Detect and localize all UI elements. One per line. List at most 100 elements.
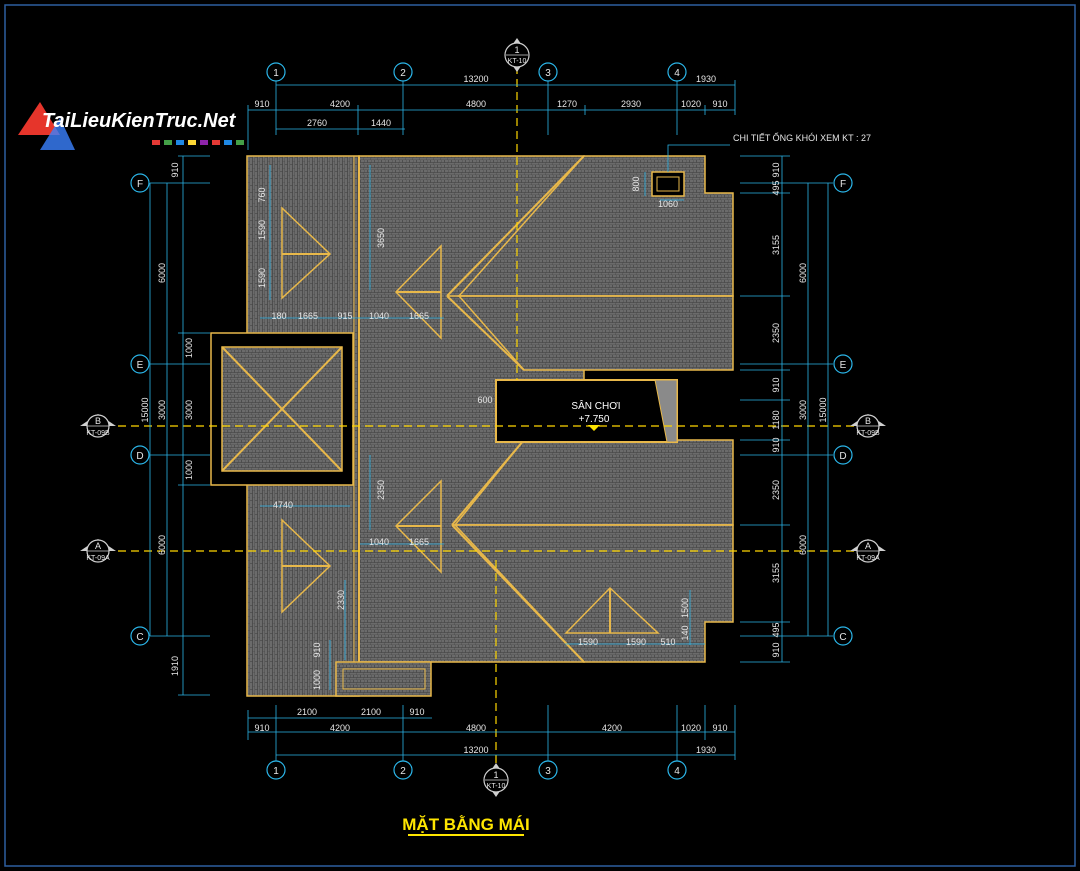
svg-text:2: 2 bbox=[400, 766, 406, 777]
svg-text:800: 800 bbox=[631, 176, 641, 191]
grid-bubble-E-right: E bbox=[833, 354, 853, 374]
svg-text:915: 915 bbox=[337, 311, 352, 321]
svg-text:13200: 13200 bbox=[463, 745, 488, 755]
svg-text:2100: 2100 bbox=[361, 707, 381, 717]
svg-text:910: 910 bbox=[409, 707, 424, 717]
svg-text:1590: 1590 bbox=[626, 637, 646, 647]
svg-text:495: 495 bbox=[771, 180, 781, 195]
svg-text:D: D bbox=[839, 451, 846, 462]
svg-text:4: 4 bbox=[674, 68, 680, 79]
svg-text:910: 910 bbox=[771, 642, 781, 657]
svg-text:6000: 6000 bbox=[157, 263, 167, 283]
section-mark-B-left: B KT-09B bbox=[80, 414, 116, 438]
grid-bubble-D-left: D bbox=[130, 445, 150, 465]
svg-text:1040: 1040 bbox=[369, 537, 389, 547]
svg-text:E: E bbox=[840, 360, 847, 371]
svg-text:2760: 2760 bbox=[307, 118, 327, 128]
svg-text:1590: 1590 bbox=[257, 220, 267, 240]
svg-text:KT-09A: KT-09A bbox=[86, 555, 110, 562]
svg-text:910: 910 bbox=[254, 723, 269, 733]
svg-text:1020: 1020 bbox=[681, 723, 701, 733]
svg-text:910: 910 bbox=[771, 437, 781, 452]
svg-text:140: 140 bbox=[680, 625, 690, 640]
svg-text:910: 910 bbox=[771, 377, 781, 392]
right-dimensions: 15000 6000 3000 6000 910 495 3155 2350 9… bbox=[771, 162, 828, 657]
svg-text:910: 910 bbox=[712, 723, 727, 733]
svg-text:C: C bbox=[839, 632, 846, 643]
svg-text:15000: 15000 bbox=[140, 397, 150, 422]
svg-text:3155: 3155 bbox=[771, 563, 781, 583]
svg-text:KT-09B: KT-09B bbox=[856, 430, 880, 437]
top-dimensions: 13200 1930 910 4200 4800 1270 2930 1020 … bbox=[254, 74, 727, 128]
room-label: SÂN CHƠI bbox=[571, 399, 620, 412]
svg-text:1000: 1000 bbox=[312, 670, 322, 690]
svg-text:910: 910 bbox=[312, 642, 322, 657]
svg-text:D: D bbox=[136, 451, 143, 462]
svg-text:910: 910 bbox=[170, 162, 180, 177]
grid-bubble-4-bottom: 4 bbox=[667, 760, 687, 780]
svg-text:2350: 2350 bbox=[771, 323, 781, 343]
svg-text:3000: 3000 bbox=[184, 400, 194, 420]
svg-text:1590: 1590 bbox=[257, 268, 267, 288]
grid-bubble-C-right: C bbox=[833, 626, 853, 646]
grid-bubble-F-right: F bbox=[833, 173, 853, 193]
grid-bubble-1-top: 1 bbox=[266, 62, 286, 82]
section-mark-1-bottom: 1 KT-10 bbox=[483, 763, 509, 797]
svg-text:KT-09B: KT-09B bbox=[86, 430, 110, 437]
svg-text:A: A bbox=[95, 541, 101, 551]
svg-text:1665: 1665 bbox=[409, 311, 429, 321]
svg-text:2350: 2350 bbox=[376, 480, 386, 500]
svg-text:2100: 2100 bbox=[297, 707, 317, 717]
svg-text:C: C bbox=[136, 632, 143, 643]
section-mark-A-right: A KT-09A bbox=[850, 539, 886, 563]
roof-bottom-step-inner bbox=[342, 668, 426, 690]
chimney-leader bbox=[667, 144, 730, 172]
svg-text:15000: 15000 bbox=[818, 397, 828, 422]
grid-bubble-E-left: E bbox=[130, 354, 150, 374]
svg-text:1020: 1020 bbox=[681, 99, 701, 109]
svg-text:6000: 6000 bbox=[157, 535, 167, 555]
svg-text:4: 4 bbox=[674, 766, 680, 777]
watermark-text: TaiLieuKienTruc.Net bbox=[42, 110, 237, 132]
svg-text:B: B bbox=[95, 416, 101, 426]
dormer-bottom-right bbox=[564, 586, 660, 634]
svg-text:4200: 4200 bbox=[602, 723, 622, 733]
svg-text:2930: 2930 bbox=[621, 99, 641, 109]
grid-bubble-3-bottom: 3 bbox=[538, 760, 558, 780]
logo-shape-icon-2 bbox=[40, 118, 75, 150]
section-markers: 1 KT-10 1 KT-10 B KT-09B B KT-09B bbox=[80, 38, 886, 797]
svg-text:1500: 1500 bbox=[680, 598, 690, 618]
grid-bubble-C-left: C bbox=[130, 626, 150, 646]
svg-text:600: 600 bbox=[477, 395, 492, 405]
chimney-note: CHI TIẾT ỐNG KHÓI XEM KT : 27 bbox=[733, 132, 871, 143]
svg-text:910: 910 bbox=[771, 162, 781, 177]
elevation-marker-icon bbox=[588, 425, 600, 431]
grid-bubble-2-bottom: 2 bbox=[393, 760, 413, 780]
roof-body bbox=[210, 155, 734, 697]
svg-text:A: A bbox=[865, 541, 871, 551]
svg-text:1665: 1665 bbox=[298, 311, 318, 321]
drawing-title: MẶT BẰNG MÁI bbox=[402, 815, 529, 834]
section-mark-1-top: 1 KT-10 bbox=[504, 38, 530, 72]
svg-text:1: 1 bbox=[514, 45, 519, 55]
svg-text:KT-09A: KT-09A bbox=[856, 555, 880, 562]
svg-text:1930: 1930 bbox=[696, 74, 716, 84]
svg-text:4800: 4800 bbox=[466, 723, 486, 733]
svg-text:1: 1 bbox=[493, 770, 498, 780]
svg-text:3: 3 bbox=[545, 68, 551, 79]
grid-bubble-4-top: 4 bbox=[667, 62, 687, 82]
svg-text:3155: 3155 bbox=[771, 235, 781, 255]
svg-text:1270: 1270 bbox=[557, 99, 577, 109]
grid-bubble-D-right: D bbox=[833, 445, 853, 465]
svg-text:510: 510 bbox=[660, 637, 675, 647]
section-mark-B-right: B KT-09B bbox=[850, 414, 886, 438]
svg-text:2350: 2350 bbox=[771, 480, 781, 500]
grid-bubble-2-top: 2 bbox=[393, 62, 413, 82]
svg-text:4200: 4200 bbox=[330, 99, 350, 109]
svg-text:3650: 3650 bbox=[376, 228, 386, 248]
watermark-logo: TaiLieuKienTruc.Net bbox=[18, 102, 244, 150]
svg-text:1910: 1910 bbox=[170, 656, 180, 676]
grid-bubble-1-bottom: 1 bbox=[266, 760, 286, 780]
left-dimensions: 15000 6000 3000 6000 910 1000 3000 1000 … bbox=[140, 162, 194, 676]
